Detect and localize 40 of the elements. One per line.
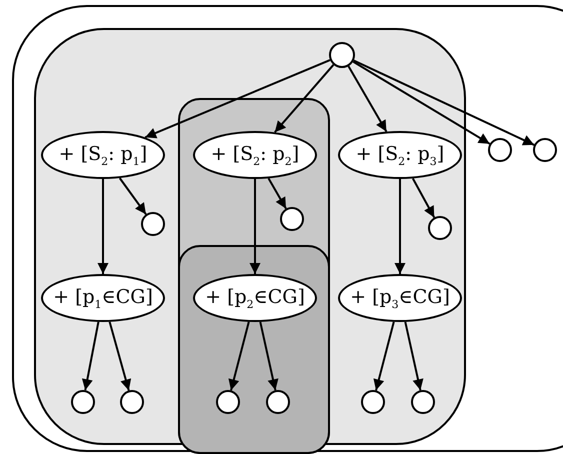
node-label: + [p$_{2}$∈CG] [205,286,305,310]
arrow [228,322,250,391]
arrow [412,178,436,218]
group-region [178,98,330,454]
arrow [259,322,278,390]
node-label: + [S$_{2}$: p$_{1}$] [58,142,148,168]
tree-node-circle [329,42,355,68]
arrow [274,64,334,133]
arrow [348,66,388,132]
tree-node-circle [141,212,165,236]
tree-node-circle [120,390,144,414]
tree-node-circle [411,390,435,414]
tree-node-circle [266,390,290,414]
tree-node-circle [361,390,385,414]
tree-node-circle [280,207,304,231]
tree-node-circle [488,138,512,162]
arrow [404,322,424,390]
arrow [353,60,535,146]
arrow [118,178,147,215]
arrow [82,322,100,390]
tree-node-circle [216,390,240,414]
arrow [250,179,260,274]
tree-node-ellipse [338,131,462,179]
arrow [352,60,490,145]
arrow [144,59,330,138]
arrow [394,179,406,274]
node-label: + [S$_{2}$: p$_{3}$] [356,142,444,168]
node-label: + [p$_{1}$∈CG] [53,286,153,310]
arrow [108,322,132,391]
node-label: + [p$_{3}$∈CG] [350,286,450,310]
arrow [98,179,108,274]
tree-node-circle [533,138,557,162]
node-label: + [S$_{2}$: p$_{2}$] [210,142,300,168]
tree-node-ellipse [338,274,462,322]
tree-node-circle [428,216,452,240]
arrow [268,178,287,210]
tree-node-circle [71,390,95,414]
group-region [178,245,330,454]
group-region [12,5,563,452]
arrow [373,322,395,391]
